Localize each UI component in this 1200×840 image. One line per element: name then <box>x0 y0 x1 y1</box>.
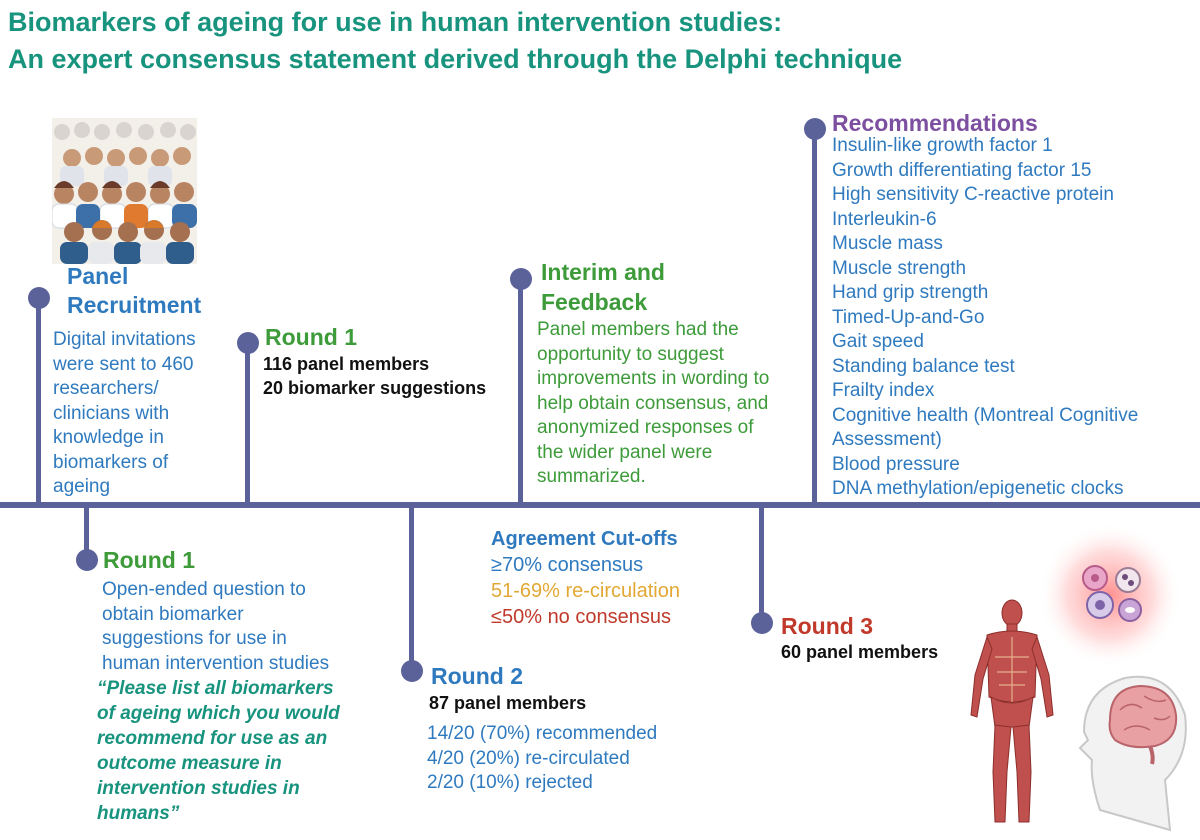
round3-heading: Round 3 <box>781 613 873 639</box>
interim-text-line: the wider panel were <box>537 441 713 463</box>
round1-top-marker <box>237 332 259 354</box>
recommendations-list: Insulin-like growth factor 1 Growth diff… <box>832 134 1138 502</box>
agreement-cutoffs: Agreement Cut-offs ≥70% consensus 51-69%… <box>491 526 680 630</box>
quote-line: of ageing which you would <box>97 703 340 724</box>
round1-question-quote: “Please list all biomarkers of ageing wh… <box>97 676 340 826</box>
round2-result-recommended: 14/20 (70%) recommended <box>427 723 658 744</box>
crowd-illustration-icon <box>52 118 197 264</box>
round2-result-rejected: 2/20 (10%) rejected <box>427 772 593 793</box>
panel-recruitment-heading: Panel Recruitment <box>67 262 201 320</box>
recommendation-item: Interleukin-6 <box>832 208 937 230</box>
round1-bottom-stem <box>84 506 89 560</box>
panel-text-line: ageing <box>53 476 111 497</box>
round2-members: 87 panel members <box>429 693 587 713</box>
interim-text-line: improvements in wording to <box>537 368 770 389</box>
round1-bottom-text: Open-ended question to obtain biomarker … <box>102 578 329 676</box>
body-muscle-illustration-icon <box>970 599 1054 823</box>
recommendation-item: Cognitive health (Montreal Cognitive <box>832 404 1139 426</box>
panel-recruitment-marker <box>28 287 50 309</box>
recommendation-item: Muscle strength <box>832 257 967 279</box>
title-line-2: An expert consensus statement derived th… <box>8 44 903 74</box>
panel-text-line: researchers/ <box>53 378 159 399</box>
round1-members: 116 panel members <box>263 354 430 374</box>
panel-text-line: Digital invitations <box>53 329 196 350</box>
quote-line: outcome measure in <box>97 753 282 774</box>
recommendation-item: Muscle mass <box>832 233 943 254</box>
round1-top-heading: Round 1 <box>265 324 357 350</box>
round1-top-stem <box>245 345 250 504</box>
recommendation-item: Hand grip strength <box>832 282 989 303</box>
panel-text-line: were sent to 460 <box>53 353 194 375</box>
interim-text: Panel members had the opportunity to sug… <box>537 318 769 490</box>
round1-text-line: Open-ended question to <box>102 579 306 600</box>
cutoff-recirculation: 51-69% re-circulation <box>491 580 680 602</box>
quote-line: intervention studies in <box>97 778 300 799</box>
interim-heading-line-1: Interim and <box>541 259 665 285</box>
interim-text-line: opportunity to suggest <box>537 343 724 365</box>
interim-text-line: anonymized responses of <box>537 417 754 438</box>
round2-heading: Round 2 <box>431 663 523 689</box>
recommendation-item: High sensitivity C-reactive protein <box>832 184 1114 205</box>
title-line-1: Biomarkers of ageing for use in human in… <box>8 7 783 37</box>
round3-stem <box>759 506 764 624</box>
round1-text-line: suggestions for use in <box>102 628 287 649</box>
page-title: Biomarkers of ageing for use in human in… <box>8 4 902 78</box>
quote-line: “Please list all biomarkers <box>97 678 334 699</box>
cells-illustration-icon <box>1038 523 1182 667</box>
cutoffs-heading: Agreement Cut-offs <box>491 528 678 550</box>
recommendation-item: Standing balance test <box>832 355 1015 377</box>
panel-heading-line-1: Panel <box>67 263 129 289</box>
cutoff-no-consensus: ≤50% no consensus <box>491 606 671 628</box>
quote-line: recommend for use as an <box>97 728 328 749</box>
round1-top-details: 116 panel members 20 biomarker suggestio… <box>263 352 486 400</box>
panel-text-line: clinicians with <box>53 402 170 424</box>
round1-bottom-marker <box>76 549 98 571</box>
round2-result-recirculated: 4/20 (20%) re-circulated <box>427 747 630 769</box>
interim-heading: Interim and Feedback <box>541 257 665 317</box>
interim-heading-line-2: Feedback <box>541 289 648 315</box>
cutoff-consensus: ≥70% consensus <box>491 554 644 576</box>
panel-text-line: knowledge in <box>53 427 164 448</box>
round3-marker <box>751 612 773 634</box>
quote-line: humans” <box>97 803 180 824</box>
recommendations-heading: Recommendations <box>832 110 1038 136</box>
interim-marker <box>510 268 532 290</box>
interim-text-line: summarized. <box>537 466 646 487</box>
recommendation-item: Timed-Up-and-Go <box>832 306 985 328</box>
panel-text-line: biomarkers of <box>53 451 169 473</box>
round1-suggestions: 20 biomarker suggestions <box>263 378 487 398</box>
round2-marker <box>401 660 423 682</box>
round2-stem <box>409 506 414 671</box>
interim-text-line: help obtain consensus, and <box>537 392 769 414</box>
recommendation-item: Assessment) <box>832 429 942 450</box>
round3-members: 60 panel members <box>781 642 939 662</box>
timeline-axis <box>0 502 1200 508</box>
recommendation-item: DNA methylation/epigenetic clocks <box>832 478 1124 499</box>
recommendations-stem <box>812 130 817 504</box>
panel-heading-line-2: Recruitment <box>67 292 202 318</box>
round1-bottom-heading: Round 1 <box>103 547 195 573</box>
round2-results: 14/20 (70%) recommended 4/20 (20%) re-ci… <box>427 722 657 796</box>
interim-stem <box>518 280 523 504</box>
interim-text-line: Panel members had the <box>537 319 739 340</box>
recommendation-item: Growth differentiating factor 15 <box>832 159 1092 181</box>
recommendation-item: Insulin-like growth factor 1 <box>832 135 1053 156</box>
round1-text-line: human intervention studies <box>102 652 330 674</box>
recommendations-marker <box>804 118 826 140</box>
recommendation-item: Blood pressure <box>832 453 960 475</box>
brain-head-illustration-icon <box>1078 675 1187 832</box>
panel-recruitment-text: Digital invitations were sent to 460 res… <box>53 328 196 500</box>
panel-recruitment-stem <box>36 298 41 504</box>
recommendation-item: Gait speed <box>832 331 924 352</box>
round1-text-line: obtain biomarker <box>102 603 244 625</box>
recommendation-item: Frailty index <box>832 380 935 401</box>
